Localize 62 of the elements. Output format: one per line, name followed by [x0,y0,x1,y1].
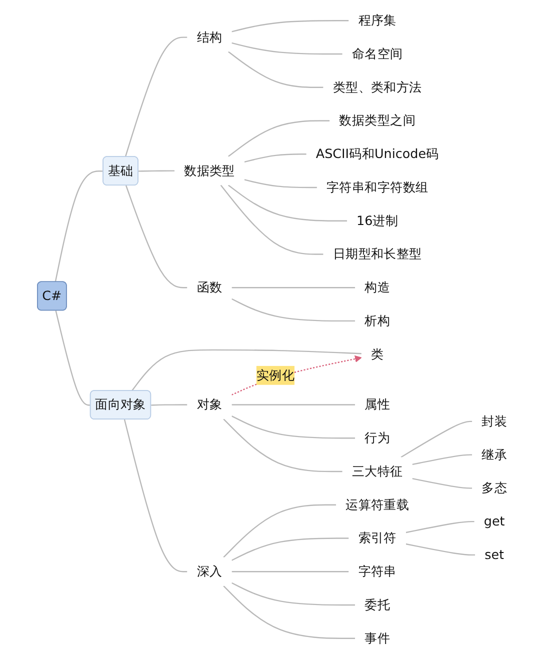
node-text: 继承 [482,446,508,462]
connector [231,298,356,322]
node-text: 函数 [196,280,222,295]
connector [232,404,356,406]
connector [55,310,91,406]
node-text: 封装 [482,414,508,429]
connector [232,20,349,32]
node-text: set [484,546,504,562]
connector [228,120,330,157]
connector [138,170,174,172]
node-text: 运算符重载 [346,496,410,512]
connector [244,179,317,188]
node-text: 事件 [364,630,390,646]
node-text: 属性 [364,396,390,412]
node-text: 多态 [482,480,508,496]
connector [228,51,324,88]
connector [54,170,104,282]
connector [124,419,188,572]
node-text: 字符串 [358,564,396,579]
edge-label: 实例化 [256,367,294,383]
node-text: 委托 [364,597,390,612]
node-text: 索引符 [358,530,396,546]
connector [232,571,349,572]
connector [220,184,324,255]
connector [125,185,188,288]
connector [124,36,188,158]
node-text: 结构 [196,29,222,44]
connector [406,543,476,556]
connector [406,520,474,534]
node-text: 行为 [364,430,390,446]
connector [412,454,472,466]
node-text: get [484,514,505,529]
node-text: 数据类型之间 [339,112,416,128]
node-text: ASCII码和Unicode码 [316,146,439,162]
connector [412,478,472,489]
connector [400,420,472,458]
connector [232,42,342,55]
connector [232,287,356,288]
connector [131,349,362,392]
node-text: 字符串和字符数组 [326,180,428,195]
node-text: 类 [370,346,384,362]
connector [151,404,188,406]
connector [231,416,356,439]
connector [223,504,336,558]
connector [223,418,342,472]
node-text: 16进制 [356,212,398,228]
node-text: 对象 [196,396,222,412]
node-text: 日期型和长整型 [332,246,422,262]
connector [223,586,356,639]
node-text: 命名空间 [352,46,403,62]
node-text: 构造 [364,280,390,295]
connector [228,184,347,222]
node-text: 程序集 [358,12,396,28]
node-text: 三大特征 [352,464,403,479]
connector [231,538,349,561]
connector [231,582,356,606]
arrow [231,355,362,396]
node-text: 数据类型 [184,162,235,178]
node-text: 类型、类和方法 [332,79,422,95]
node-text: 深入 [196,564,222,579]
connector [244,154,306,163]
node-text: 析构 [364,313,390,328]
